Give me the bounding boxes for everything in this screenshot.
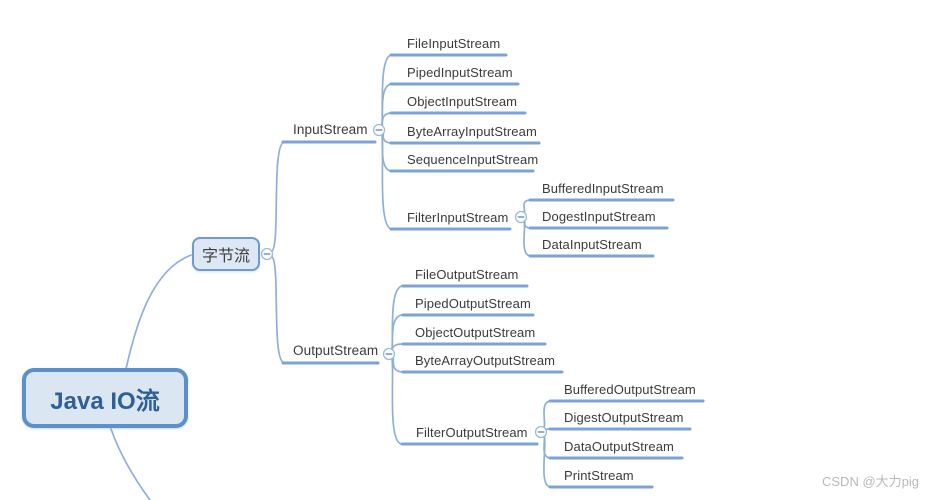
- topic-dataoutputstream[interactable]: DataOutputStream: [564, 439, 674, 454]
- branch-to-filterinputstream: [380, 131, 393, 230]
- topic-root-java-io[interactable]: Java IO流: [22, 368, 188, 428]
- csdn-watermark: CSDN @大力pig: [822, 474, 919, 489]
- branch-to-bufferedoutputstream: [542, 400, 552, 430]
- topic-filteroutputstream[interactable]: FilterOutputStream: [416, 425, 528, 440]
- topic-digestoutputstream[interactable]: DigestOutputStream: [564, 410, 684, 425]
- topic-printstream[interactable]: PrintStream: [564, 468, 634, 483]
- topic-fileinputstream[interactable]: FileInputStream: [407, 36, 501, 51]
- topic-pipedinputstream[interactable]: PipedInputStream: [407, 65, 513, 80]
- branch-to-datainputstream: [522, 219, 532, 257]
- topic-bytestream[interactable]: 字节流: [192, 237, 260, 271]
- collapse-toggle-bytestream[interactable]: [260, 247, 274, 261]
- branch-to-printstream: [542, 434, 552, 488]
- topic-objectinputstream[interactable]: ObjectInputStream: [407, 94, 518, 109]
- topic-filterinputstream[interactable]: FilterInputStream: [407, 210, 509, 225]
- topic-bufferedoutputstream[interactable]: BufferedOutputStream: [564, 382, 696, 397]
- branch-to-outputstream: [270, 255, 285, 364]
- topic-outputstream[interactable]: OutputStream: [293, 343, 379, 358]
- collapse-toggle-filteroutputstream[interactable]: [534, 425, 548, 439]
- topic-root-label: Java IO流: [50, 387, 160, 415]
- topic-bytearrayinputstream[interactable]: ByteArrayInputStream: [407, 124, 537, 139]
- branch-root-to-bytestream: [125, 254, 192, 370]
- topic-fileoutputstream[interactable]: FileOutputStream: [415, 267, 519, 282]
- topic-sequenceinputstream[interactable]: SequenceInputStream: [407, 152, 539, 167]
- topic-bufferedinputstream[interactable]: BufferedInputStream: [542, 181, 664, 196]
- topic-dogestinputstream[interactable]: DogestInputStream: [542, 209, 656, 224]
- topic-bytearrayoutputstream[interactable]: ByteArrayOutputStream: [415, 353, 556, 368]
- collapse-toggle-inputstream[interactable]: [372, 123, 386, 137]
- branch-root-to-offscreen: [110, 428, 151, 500]
- topic-objectoutputstream[interactable]: ObjectOutputStream: [415, 325, 536, 340]
- branch-to-inputstream: [270, 141, 285, 253]
- collapse-toggle-outputstream[interactable]: [382, 347, 396, 361]
- topic-bytestream-label: 字节流: [201, 248, 250, 265]
- topic-datainputstream[interactable]: DataInputStream: [542, 237, 642, 252]
- branch-to-filteroutputstream: [390, 355, 403, 445]
- topic-pipedoutputstream[interactable]: PipedOutputStream: [415, 296, 531, 311]
- topic-inputstream[interactable]: InputStream: [293, 122, 368, 137]
- collapse-toggle-filterinputstream[interactable]: [514, 210, 528, 224]
